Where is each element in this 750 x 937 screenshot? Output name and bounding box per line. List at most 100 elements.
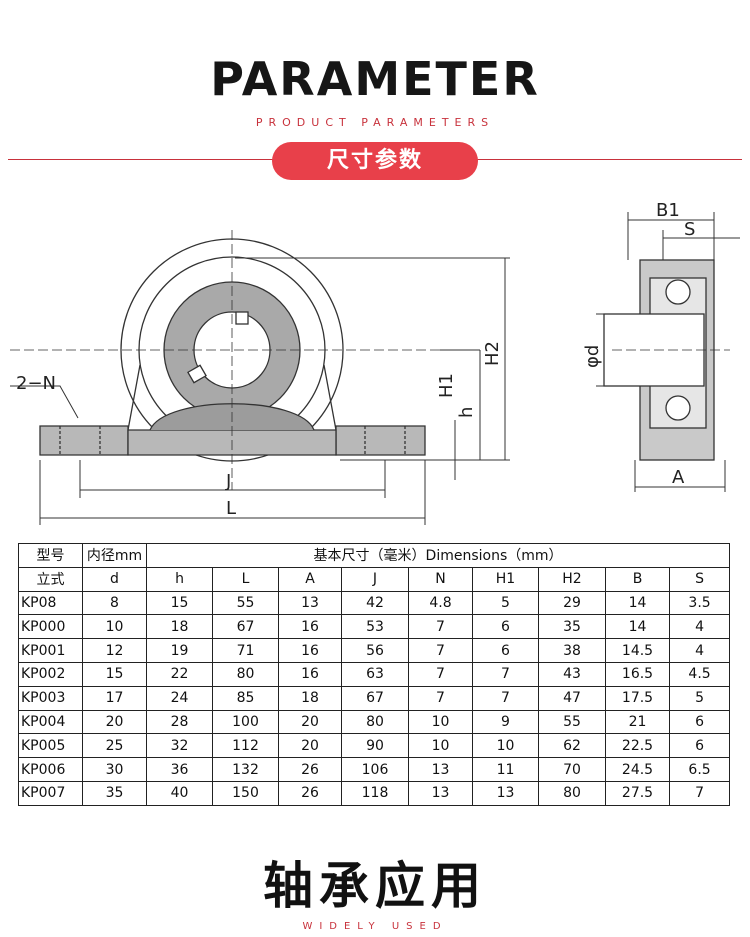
page-subtitle: PRODUCT PARAMETERS <box>255 116 495 129</box>
value-cell: 150 <box>212 780 279 806</box>
value-cell: 38 <box>538 638 606 663</box>
value-cell: 25 <box>82 733 147 759</box>
value-cell: 32 <box>146 733 213 759</box>
value-cell: 10 <box>408 733 473 759</box>
label-b1: B1 <box>656 200 680 221</box>
label-a: A <box>672 467 685 488</box>
dimensions-table: 型号 内径mm 基本尺寸（毫米）Dimensions（mm） 立式 d h L … <box>18 543 731 806</box>
value-cell: 16 <box>278 638 342 663</box>
value-cell: 35 <box>82 780 147 806</box>
value-cell: 90 <box>341 733 409 759</box>
value-cell: 7 <box>668 780 731 806</box>
value-cell: 22 <box>146 661 213 687</box>
label-2-n: 2−N <box>16 373 56 394</box>
value-cell: 18 <box>146 614 213 640</box>
label-h1: H1 <box>436 373 457 398</box>
value-cell: 5 <box>668 685 731 711</box>
value-cell: 67 <box>212 614 279 640</box>
value-cell: 35 <box>538 614 606 640</box>
value-cell: 18 <box>278 685 342 711</box>
value-cell: 43 <box>538 661 606 687</box>
value-cell: 11 <box>472 757 539 782</box>
value-cell: 55 <box>538 709 606 735</box>
header-cell: N <box>408 566 473 592</box>
value-cell: 85 <box>212 685 279 711</box>
label-h: h <box>456 407 477 418</box>
header-cell: h <box>146 566 213 592</box>
value-cell: 80 <box>212 661 279 687</box>
value-cell: 26 <box>278 757 342 782</box>
pedestal-sides <box>127 364 337 431</box>
applications-subtitle: WIDELY USED <box>302 921 448 932</box>
value-cell: 4.5 <box>668 661 731 687</box>
value-cell: 7 <box>472 685 539 711</box>
value-cell: 13 <box>472 780 539 806</box>
value-cell: 70 <box>538 757 606 782</box>
value-cell: 40 <box>146 780 213 806</box>
value-cell: 13 <box>408 757 473 782</box>
value-cell: 62 <box>538 733 606 759</box>
header-cell: B <box>605 566 670 592</box>
value-cell: 16 <box>278 661 342 687</box>
value-cell: 24 <box>146 685 213 711</box>
value-cell: 112 <box>212 733 279 759</box>
value-cell: 118 <box>341 780 409 806</box>
value-cell: 10 <box>408 709 473 735</box>
value-cell: 16.5 <box>605 661 670 687</box>
header-model: 型号 <box>18 543 83 568</box>
model-cell: KP005 <box>18 733 83 759</box>
header-cell: 立式 <box>18 566 83 592</box>
value-cell: 100 <box>212 709 279 735</box>
value-cell: 8 <box>82 590 147 616</box>
model-cell: KP001 <box>18 638 83 663</box>
header-cell: L <box>212 566 279 592</box>
value-cell: 20 <box>278 733 342 759</box>
value-cell: 7 <box>408 661 473 687</box>
value-cell: 17.5 <box>605 685 670 711</box>
model-cell: KP08 <box>18 590 83 616</box>
value-cell: 6 <box>668 733 731 759</box>
model-cell: KP007 <box>18 780 83 806</box>
header-cell: H2 <box>538 566 606 592</box>
value-cell: 27.5 <box>605 780 670 806</box>
value-cell: 47 <box>538 685 606 711</box>
value-cell: 6 <box>668 709 731 735</box>
value-cell: 7 <box>408 638 473 663</box>
value-cell: 4 <box>668 638 731 663</box>
value-cell: 36 <box>146 757 213 782</box>
header-bore: 内径mm <box>82 543 147 568</box>
value-cell: 132 <box>212 757 279 782</box>
value-cell: 6.5 <box>668 757 731 782</box>
technical-drawing: 2−N H1 h H2 J L B1 S φd A <box>10 200 740 525</box>
value-cell: 7 <box>408 685 473 711</box>
value-cell: 12 <box>82 638 147 663</box>
value-cell: 5 <box>472 590 539 616</box>
label-j: J <box>225 471 231 492</box>
value-cell: 80 <box>341 709 409 735</box>
value-cell: 55 <box>212 590 279 616</box>
value-cell: 14 <box>605 614 670 640</box>
value-cell: 7 <box>408 614 473 640</box>
label-phi-d: φd <box>582 345 603 368</box>
value-cell: 15 <box>82 661 147 687</box>
section-badge: 尺寸参数 <box>272 142 478 180</box>
model-cell: KP002 <box>18 661 83 687</box>
value-cell: 56 <box>341 638 409 663</box>
value-cell: 71 <box>212 638 279 663</box>
header-cell: d <box>82 566 147 592</box>
model-cell: KP004 <box>18 709 83 735</box>
value-cell: 29 <box>538 590 606 616</box>
value-cell: 22.5 <box>605 733 670 759</box>
value-cell: 13 <box>408 780 473 806</box>
model-cell: KP003 <box>18 685 83 711</box>
value-cell: 20 <box>82 709 147 735</box>
applications-title: 轴承应用 <box>263 857 487 915</box>
value-cell: 106 <box>341 757 409 782</box>
header-cell: H1 <box>472 566 539 592</box>
